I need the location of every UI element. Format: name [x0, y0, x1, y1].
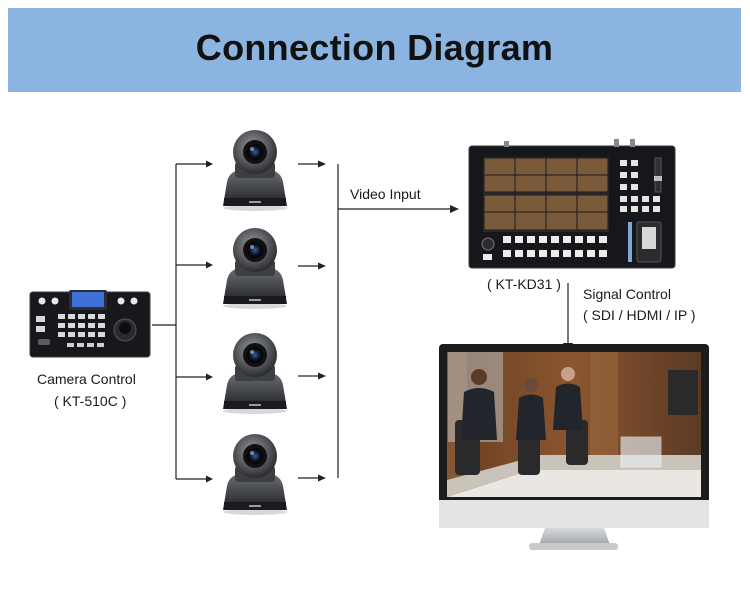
camera-controller — [29, 290, 151, 358]
connection-lines — [152, 163, 569, 480]
ptz-camera — [223, 434, 287, 515]
controller-model-label: ( KT-510C ) — [54, 393, 127, 409]
video-input-label: Video Input — [350, 186, 421, 202]
signal-types-label: ( SDI / HDMI / IP ) — [583, 307, 696, 323]
ptz-camera — [223, 333, 287, 414]
switcher-model-label: ( KT-KD31 ) — [487, 276, 561, 292]
video-switcher — [468, 139, 676, 269]
monitor-display — [439, 344, 709, 550]
ptz-camera — [223, 228, 287, 309]
signal-control-label: Signal Control — [583, 286, 671, 302]
page-title: Connection Diagram — [195, 27, 554, 68]
ptz-camera — [223, 130, 287, 211]
title-banner: Connection Diagram — [8, 8, 741, 92]
camera-control-label: Camera Control — [37, 371, 136, 387]
